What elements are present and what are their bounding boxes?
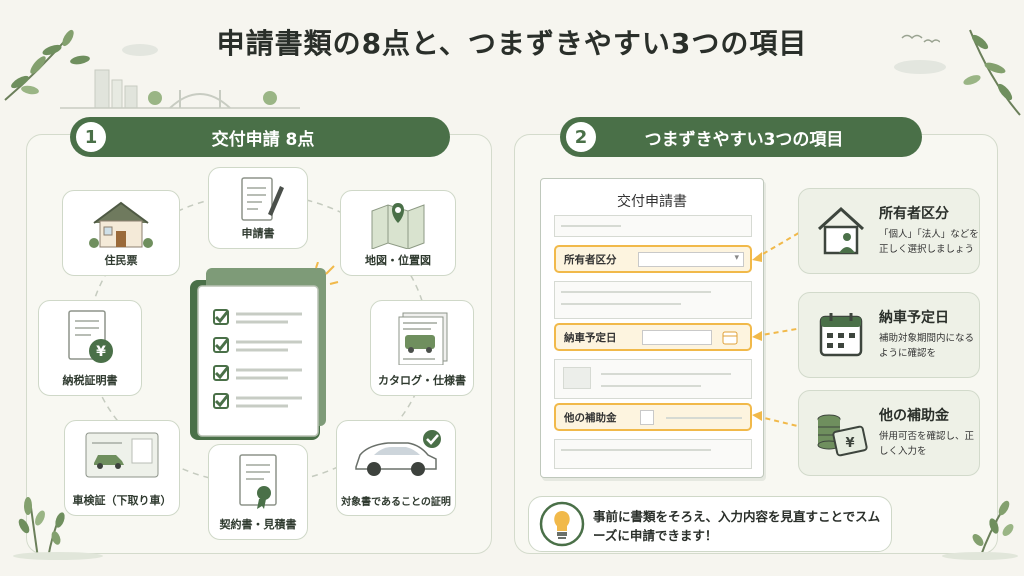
section-number-1: 1 bbox=[76, 122, 106, 152]
cloud-right-icon bbox=[894, 60, 946, 74]
coins-icon: ¥ bbox=[817, 414, 868, 457]
item-card-other-subsidy: ¥ 他の補助金 併用可否を確認し、正しく入力を bbox=[798, 390, 980, 476]
document-card-resident: 住民票 bbox=[62, 190, 180, 276]
document-card-map: 地図・位置図 bbox=[340, 190, 456, 276]
left-section-header: 1 交付申請 8点 bbox=[70, 117, 450, 157]
document-card-catalog: カタログ・仕様書 bbox=[370, 300, 474, 396]
section-number-2: 2 bbox=[566, 122, 596, 152]
certificate-icon bbox=[239, 454, 277, 509]
house-person-icon bbox=[817, 206, 865, 255]
yen-document-icon: ¥ bbox=[68, 310, 113, 363]
document-label: 住民票 bbox=[104, 254, 138, 267]
document-label: 申請書 bbox=[241, 227, 275, 240]
svg-text:¥: ¥ bbox=[845, 436, 854, 451]
form-field-label: 所有者区分 bbox=[564, 253, 617, 266]
form-title: 交付申請書 bbox=[617, 194, 687, 210]
document-card-contract: 契約書・見積書 bbox=[208, 444, 308, 540]
document-card-proof: 対象書であることの証明 bbox=[336, 420, 456, 516]
right-section-heading: つまずきやすい3つの項目 bbox=[644, 129, 844, 150]
item-card-delivery-date: 納車予定日 補助対象期間内になるように確認を bbox=[798, 292, 980, 378]
plant-bottom-right-icon bbox=[942, 500, 1018, 560]
plant-bottom-left-icon bbox=[13, 497, 103, 560]
form-field-label: 納車予定日 bbox=[564, 331, 617, 344]
form-placeholder-block bbox=[554, 439, 752, 469]
checklist-icon bbox=[190, 262, 339, 440]
document-card-vehicle-inspection: 車検証（下取り車） bbox=[64, 420, 180, 516]
city-skyline-icon bbox=[60, 69, 300, 109]
document-label: 車検証（下取り車） bbox=[72, 494, 172, 507]
tip-text: 事前に書類をそろえ、入力内容を見直すことでスムーズに申請できます！ bbox=[593, 509, 881, 543]
house-icon bbox=[89, 201, 153, 248]
form-field-other-subsidy: 他の補助金 bbox=[554, 403, 752, 431]
branch-top-left-icon bbox=[4, 29, 90, 101]
document-label: 納税証明書 bbox=[62, 374, 118, 387]
item-description: 「個人」「法人」などを正しく選択しましょう bbox=[879, 229, 979, 255]
left-section-heading: 交付申請 8点 bbox=[211, 129, 315, 150]
form-field-owner: 所有者区分 ▾ bbox=[554, 245, 752, 273]
document-card-application: 申請書 bbox=[208, 167, 308, 249]
form-placeholder-block bbox=[554, 215, 752, 237]
form-placeholder-block bbox=[554, 281, 752, 319]
form-field-label: 他の補助金 bbox=[564, 411, 617, 424]
item-title: 納車予定日 bbox=[879, 310, 949, 326]
document-label: 対象書であることの証明 bbox=[341, 497, 451, 508]
catalog-icon bbox=[398, 312, 448, 365]
document-label: 地図・位置図 bbox=[365, 254, 431, 267]
vehicle-card-icon bbox=[85, 432, 159, 478]
map-pin-icon bbox=[371, 203, 425, 249]
svg-text:¥: ¥ bbox=[96, 344, 106, 360]
calendar-icon bbox=[819, 313, 863, 357]
item-title: 他の補助金 bbox=[879, 408, 949, 424]
document-card-tax: ¥ 納税証明書 bbox=[38, 300, 142, 396]
branch-top-right-icon bbox=[963, 29, 1021, 116]
birds-icon bbox=[901, 34, 940, 44]
calendar-small-icon bbox=[722, 331, 738, 345]
item-description: 併用可否を確認し、正しく入力を bbox=[879, 431, 975, 457]
cloud-icon bbox=[122, 44, 158, 56]
document-label: カタログ・仕様書 bbox=[378, 374, 466, 387]
application-form-mockup: 交付申請書 所有者区分 ▾ 納車予定日 他の補助金 bbox=[540, 178, 764, 478]
page-title: 申請書類の8点と、つまずきやすい3つの項目 bbox=[216, 27, 808, 60]
item-title: 所有者区分 bbox=[879, 206, 949, 222]
item-description: 補助対象期間内になるように確認を bbox=[879, 333, 975, 359]
electric-car-icon bbox=[355, 430, 441, 476]
item-card-owner: 所有者区分 「個人」「法人」などを正しく選択しましょう bbox=[798, 188, 980, 274]
form-field-delivery-date: 納車予定日 bbox=[554, 323, 752, 351]
right-section-header: 2 つまずきやすい3つの項目 bbox=[560, 117, 922, 157]
document-label: 契約書・見積書 bbox=[219, 518, 297, 531]
dropdown-arrow: ▾ bbox=[734, 253, 739, 263]
tip-panel: 事前に書類をそろえ、入力内容を見直すことでスムーズに申請できます！ bbox=[528, 496, 892, 552]
lightbulb-icon bbox=[539, 501, 585, 547]
pen-document-icon bbox=[241, 177, 284, 221]
